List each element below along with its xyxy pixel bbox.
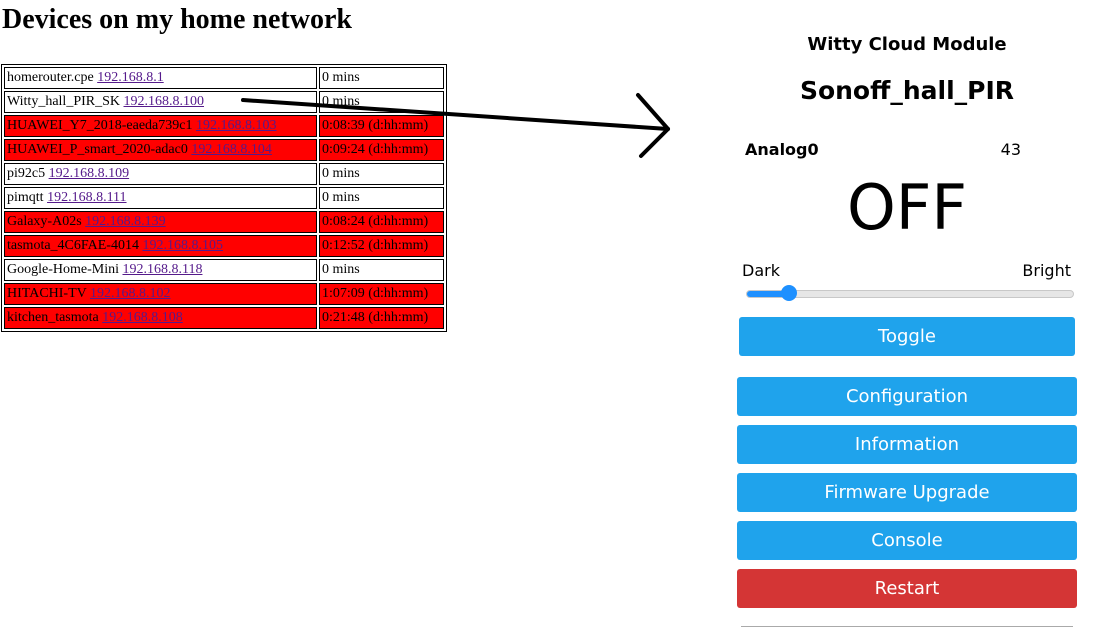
console-button[interactable]: Console	[737, 521, 1077, 560]
restart-button[interactable]: Restart	[737, 569, 1077, 608]
network-title: Devices on my home network	[2, 4, 352, 35]
slider-fill	[747, 291, 790, 297]
slider-max-label: Bright	[1022, 261, 1071, 280]
device-ip-link[interactable]: 192.168.8.108	[102, 310, 183, 325]
firmware-upgrade-button[interactable]: Firmware Upgrade	[737, 473, 1077, 512]
device-hostname: Google-Home-Mini	[7, 262, 119, 277]
last-seen-cell: 0:09:24 (d:hh:mm)	[319, 139, 444, 161]
configuration-button[interactable]: Configuration	[737, 377, 1077, 416]
device-ip-link[interactable]: 192.168.8.111	[47, 190, 127, 205]
device-name-cell: tasmota_4C6FAE-4014 192.168.8.105	[4, 235, 317, 257]
device-hostname: Galaxy-A02s	[7, 214, 82, 229]
device-ip-link[interactable]: 192.168.8.104	[191, 142, 272, 157]
last-seen-cell: 0 mins	[319, 67, 444, 89]
device-ip-link[interactable]: 192.168.8.118	[122, 262, 203, 277]
device-name-cell: HUAWEI_P_smart_2020-adac0 192.168.8.104	[4, 139, 317, 161]
arrow-head	[636, 93, 670, 158]
device-name-cell: HUAWEI_Y7_2018-eaeda739c1 192.168.8.103	[4, 115, 317, 137]
device-hostname: HUAWEI_P_smart_2020-adac0	[7, 142, 188, 157]
last-seen-cell: 0:08:24 (d:hh:mm)	[319, 211, 444, 233]
device-name: Sonoff_hall_PIR	[799, 76, 1015, 105]
device-hostname: pimqtt	[7, 190, 44, 205]
last-seen-cell: 0:21:48 (d:hh:mm)	[319, 307, 444, 329]
power-state: OFF	[846, 171, 968, 244]
last-seen-cell: 1:07:09 (d:hh:mm)	[319, 283, 444, 305]
sensor-label: Analog0	[745, 140, 819, 159]
device-hostname: kitchen_tasmota	[7, 310, 99, 325]
sensor-value: 43	[1000, 140, 1021, 159]
device-name-cell: Galaxy-A02s 192.168.8.139	[4, 211, 317, 233]
slider-min-label: Dark	[742, 261, 780, 280]
device-name-cell: pi92c5 192.168.8.109	[4, 163, 317, 185]
device-hostname: tasmota_4C6FAE-4014	[7, 238, 139, 253]
device-name-cell: homerouter.cpe 192.168.8.1	[4, 67, 317, 89]
device-ip-link[interactable]: 192.168.8.103	[195, 118, 277, 133]
device-hostname: HITACHI-TV	[7, 286, 87, 301]
information-button[interactable]: Information	[737, 425, 1077, 464]
dimmer-slider[interactable]	[746, 285, 1074, 301]
last-seen-cell: 0:12:52 (d:hh:mm)	[319, 235, 444, 257]
last-seen-cell: 0 mins	[319, 187, 444, 209]
last-seen-cell: 0 mins	[319, 163, 444, 185]
device-ip-link[interactable]: 192.168.8.102	[90, 286, 171, 301]
device-name-cell: HITACHI-TV 192.168.8.102	[4, 283, 317, 305]
device-ip-link[interactable]: 192.168.8.100	[123, 94, 205, 109]
device-name-cell: Google-Home-Mini 192.168.8.118	[4, 259, 317, 281]
device-hostname: HUAWEI_Y7_2018-eaeda739c1	[7, 118, 193, 133]
device-ip-link[interactable]: 192.168.8.1	[97, 70, 164, 85]
device-ip-link[interactable]: 192.168.8.139	[85, 214, 166, 229]
device-hostname: pi92c5	[7, 166, 46, 181]
device-ip-link[interactable]: 192.168.8.109	[48, 166, 130, 181]
last-seen-cell: 0 mins	[319, 259, 444, 281]
module-name: Witty Cloud Module	[807, 34, 1007, 55]
device-hostname: Witty_hall_PIR_SK	[7, 94, 120, 109]
device-name-cell: kitchen_tasmota 192.168.8.108	[4, 307, 317, 329]
device-name-cell: pimqtt 192.168.8.111	[4, 187, 317, 209]
panel-divider	[741, 626, 1073, 627]
device-hostname: homerouter.cpe	[7, 70, 94, 85]
slider-thumb[interactable]	[781, 285, 798, 301]
toggle-button[interactable]: Toggle	[739, 317, 1075, 356]
device-ip-link[interactable]: 192.168.8.105	[142, 238, 223, 253]
last-seen-cell: 0 mins	[319, 91, 444, 113]
device-name-cell: Witty_hall_PIR_SK 192.168.8.100	[4, 91, 317, 113]
last-seen-cell: 0:08:39 (d:hh:mm)	[319, 115, 444, 137]
